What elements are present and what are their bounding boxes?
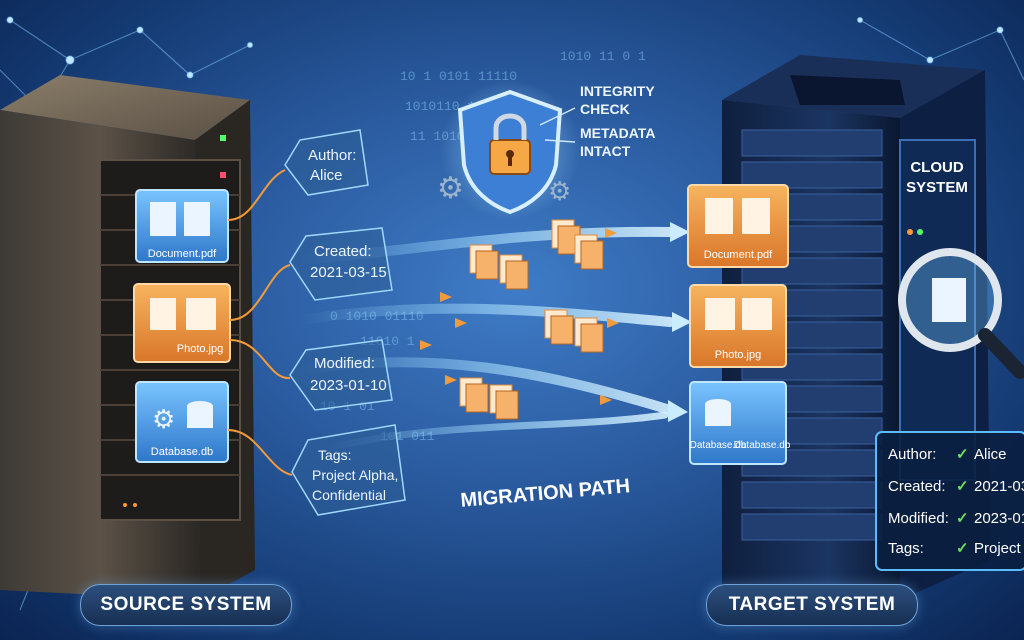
check-icon: ✓ <box>956 540 969 557</box>
integrity-labels: INTEGRITY CHECK METADATA INTACT <box>539 83 655 159</box>
target-file-database: Database.db Database.db <box>689 381 791 465</box>
target-file-photo: Photo.jpg <box>689 284 787 368</box>
verify-row-modified: Modified: ✓ 2023-01 <box>888 510 1024 536</box>
file-label: Photo.jpg <box>715 349 761 361</box>
file-label: Database.db <box>734 440 791 451</box>
migration-path-label: MIGRATION PATH <box>460 475 631 512</box>
target-system-label: TARGET SYSTEM <box>706 584 918 626</box>
source-file-photo: Photo.jpg <box>133 283 231 363</box>
tag-key: Author: <box>308 147 356 164</box>
verify-value: Project <box>974 540 1021 557</box>
binary-line: 1010 11 0 1 <box>560 49 646 64</box>
metadata-tag-tags: Tags: Project Alpha, Confidential <box>312 447 398 503</box>
verify-row-created: Created: ✓ 2021-03 <box>888 478 1024 504</box>
flow-arrowheads <box>668 222 692 422</box>
tag-value: Alice <box>310 167 343 184</box>
source-system-label: SOURCE SYSTEM <box>80 584 292 626</box>
tag-key: Modified: <box>314 355 375 372</box>
check-icon: ✓ <box>956 510 969 527</box>
verify-key: Tags: <box>888 540 924 557</box>
metadata-tag-author: Author: Alice <box>308 147 356 184</box>
file-label: Photo.jpg <box>177 343 223 355</box>
source-file-document: Document.pdf <box>135 189 229 263</box>
verify-key: Created: <box>888 478 946 495</box>
gear-icon: ⚙ <box>548 176 571 206</box>
gear-icon: ⚙ <box>152 404 175 434</box>
integrity-label: INTEGRITY <box>580 83 655 99</box>
tag-value: Confidential <box>312 487 386 503</box>
tag-value: Project Alpha, <box>312 467 398 483</box>
verify-key: Modified: <box>888 510 949 527</box>
metadata-connectors <box>227 169 293 476</box>
binary-line: 10 1 0101 11110 <box>400 69 517 84</box>
verify-value: Alice <box>974 446 1007 463</box>
integrity-shield <box>440 80 580 220</box>
metadata-tag-created: Created: 2021-03-15 <box>310 243 387 281</box>
gear-icon: ⚙ <box>437 172 464 205</box>
source-file-database: ⚙ Database.db <box>135 381 229 463</box>
file-label: Database.db <box>151 446 213 458</box>
verify-key: Author: <box>888 446 937 463</box>
orange-chevrons <box>420 228 619 405</box>
target-file-document: Document.pdf <box>687 184 789 268</box>
metadata-tag-modified: Modified: 2023-01-10 <box>310 355 387 394</box>
screen-title: SYSTEM <box>906 179 968 196</box>
tag-key: Created: <box>314 243 372 260</box>
integrity-label: METADATA <box>580 125 655 141</box>
file-label: Database.db <box>690 440 747 451</box>
verify-row-author: Author: ✓ Alice <box>888 446 1024 472</box>
file-label: Document.pdf <box>704 249 773 261</box>
tag-value: 2021-03-15 <box>310 264 387 281</box>
tag-value: 2023-01-10 <box>310 377 387 394</box>
integrity-label: CHECK <box>580 101 630 117</box>
magnifier-icon <box>898 248 1024 379</box>
verify-row-tags: Tags: ✓ Project <box>888 540 1024 566</box>
file-label: Document.pdf <box>148 248 217 260</box>
verify-value: 2023-01 <box>974 510 1024 527</box>
check-icon: ✓ <box>956 478 969 495</box>
verify-panel <box>875 431 1024 571</box>
metadata-tag-shapes <box>284 129 406 516</box>
check-icon: ✓ <box>956 446 969 463</box>
moving-document-icons <box>459 219 604 420</box>
tag-key: Tags: <box>318 447 351 463</box>
verify-value: 2021-03 <box>974 478 1024 495</box>
screen-title: CLOUD <box>910 159 963 176</box>
integrity-label: INTACT <box>580 143 631 159</box>
